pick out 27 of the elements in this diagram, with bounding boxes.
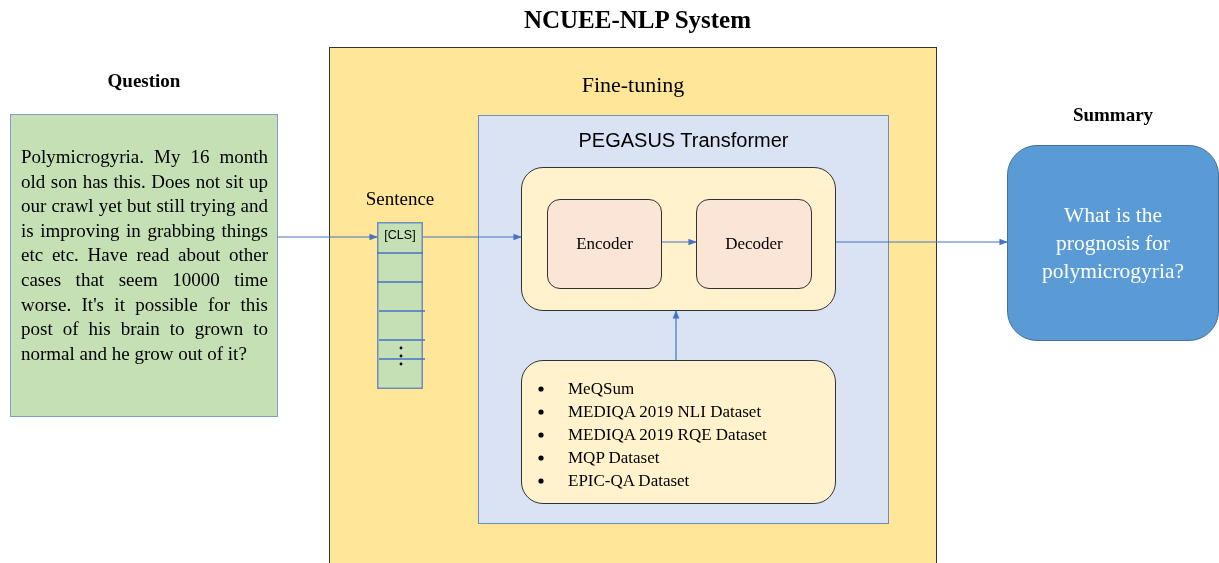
arrow [835, 238, 1008, 246]
list-item: MEDIQA 2019 NLI Dataset [568, 401, 762, 423]
arrow [277, 233, 378, 241]
panel-title: PEGASUS Transformer [577, 129, 790, 152]
list-item: MEDIQA 2019 RQE Dataset [568, 424, 767, 446]
summary-box: What is the prognosis for polymicrogyria? [1007, 145, 1219, 341]
list-item: MeQSum [568, 378, 635, 400]
heading: Question [106, 70, 182, 92]
column-label: Sentence [364, 188, 436, 210]
process-box [696, 199, 812, 289]
arrow [422, 233, 522, 241]
dataset-list-box [521, 360, 836, 504]
token-label: [CLS] [383, 228, 417, 242]
heading: Summary [1071, 104, 1155, 126]
model-core-box [521, 167, 836, 311]
panel-title: Fine-tuning [580, 72, 686, 98]
list-item: EPIC-QA Dataset [568, 470, 690, 492]
question-text-box: Polymicrogyria. My 16 month old son has this. Does not sit up our crawl yet but still trying and is improving in grabbing things etc etc. Have read about other cases that seem 10000 time worse. It's it possible for this post of his brain to grown to normal and he grow out of it? [10, 114, 278, 417]
box-label: Encoder [576, 234, 633, 254]
diagram-title: NCUEE-NLP System [522, 6, 753, 34]
arrow [672, 310, 680, 361]
arrow [661, 238, 697, 246]
box-label: Decoder [725, 234, 783, 254]
list-item: MQP Dataset [568, 447, 660, 469]
fine-tuning-panel [329, 47, 937, 563]
model-panel [478, 115, 889, 524]
process-box [547, 199, 662, 289]
